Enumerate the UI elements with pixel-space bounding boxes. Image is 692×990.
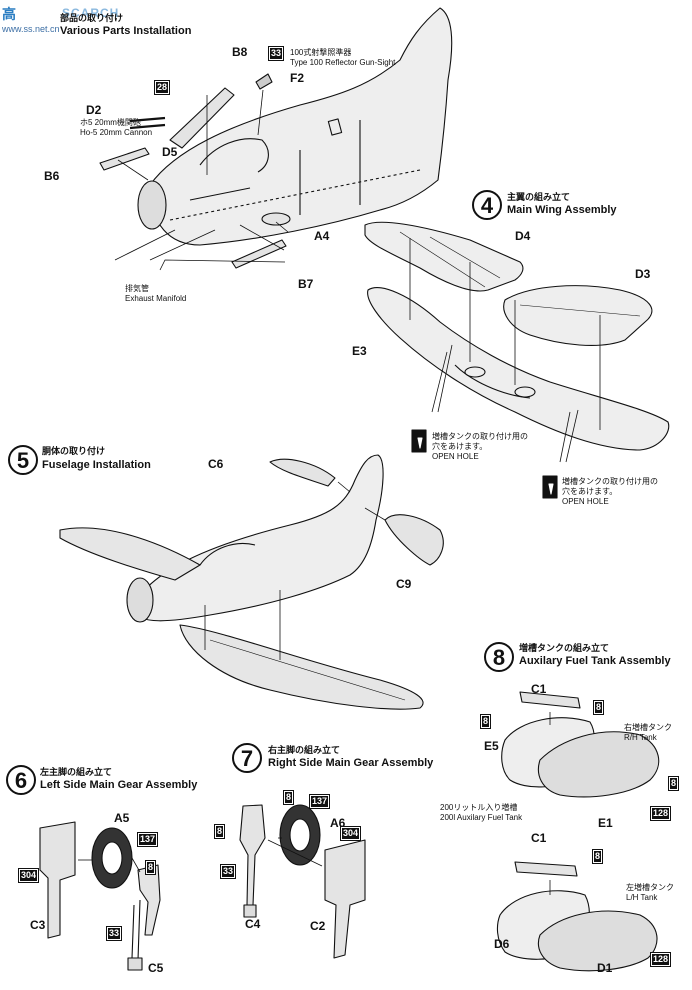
parts-number-badge: 137: [137, 832, 159, 847]
step5-title-en: Fuselage Installation: [42, 459, 151, 471]
rh-fuel-tank-drawing: [501, 691, 660, 798]
rh-tank-note-en: R/H Tank: [624, 733, 657, 742]
upper-wing-d3-drawing: [503, 285, 653, 346]
parts-number-badge: 8: [283, 790, 295, 805]
parts-number-badge: 304: [340, 826, 362, 841]
parts-number-badge: 33: [220, 864, 237, 879]
parts-number-badge: 304: [18, 868, 40, 883]
part-label: D4: [515, 229, 531, 243]
step6-title-en: Left Side Main Gear Assembly: [40, 779, 198, 791]
parts-number-badge: 137: [309, 794, 331, 809]
rh-tank-note-jp: 右増槽タンク: [624, 723, 672, 732]
part-label: D6: [494, 937, 510, 951]
step4-title-en: Main Wing Assembly: [507, 204, 617, 216]
part-label: E1: [598, 816, 613, 830]
part-label: B7: [298, 277, 314, 291]
fuel-tank-note-en: 200l Auxilary Fuel Tank: [440, 813, 523, 822]
open-hole-note-en: OPEN HOLE: [432, 452, 479, 461]
watermark-brand: SCARCH: [62, 6, 120, 20]
open-hole-note-jp: 増槽タンクの取り付け用の: [432, 432, 528, 441]
part-label: B6: [44, 169, 60, 183]
left-gear-assembly-drawing: [39, 821, 161, 971]
open-hole-note-jp: 増槽タンクの取り付け用の: [562, 477, 658, 486]
step5-title-jp: 胴体の取り付け: [42, 446, 106, 456]
step8-title-jp: 増槽タンクの組み立て: [519, 643, 610, 653]
step8-number: 8: [484, 642, 514, 672]
step8-title-en: Auxilary Fuel Tank Assembly: [519, 655, 671, 667]
part-label: D2: [86, 103, 102, 117]
step5-number: 5: [8, 445, 38, 475]
part-label: C1: [531, 831, 547, 845]
part-label: C3: [30, 918, 46, 932]
parts-number-badge: 8: [593, 700, 605, 715]
parts-number-badge: 8: [592, 849, 604, 864]
part-label: A5: [114, 811, 130, 825]
fuselage-step3-drawing: [137, 7, 453, 246]
parts-number-badge: 8: [480, 714, 492, 729]
parts-number-badge: 8: [214, 824, 226, 839]
part-label: B8: [232, 45, 248, 59]
lower-wing-e3-drawing: [367, 287, 670, 451]
lh-tank-note-en: L/H Tank: [626, 893, 658, 902]
exhaust-note-en: Exhaust Manifold: [125, 294, 187, 303]
gunsight-note-jp: 100式射撃照準器: [290, 48, 352, 57]
step7-title-jp: 右主脚の組み立て: [268, 745, 341, 755]
cannon-note-jp: ホ5 20mm機関砲: [80, 118, 141, 127]
step3-title-en: Various Parts Installation: [60, 25, 192, 37]
step7-title-en: Right Side Main Gear Assembly: [268, 757, 434, 769]
step3-title-jp: 部品の取り付け: [60, 13, 124, 23]
lh-fuel-tank-drawing: [496, 861, 658, 972]
part-label: C2: [310, 919, 326, 933]
part-label: D3: [635, 267, 651, 281]
parts-number-badge: 33: [106, 926, 123, 941]
part-label: C6: [208, 457, 224, 471]
exhaust-note-jp: 排気管: [125, 284, 149, 293]
part-label: E5: [484, 739, 499, 753]
part-label: E3: [352, 344, 367, 358]
step7-number: 7: [232, 743, 262, 773]
step4-number: 4: [472, 190, 502, 220]
fuel-tank-note-jp: 200リットル入り増槽: [440, 803, 518, 812]
aircraft-step5-drawing: [59, 454, 424, 710]
step6-number: 6: [6, 765, 36, 795]
watermark-site: www.ss.net.cn: [2, 24, 60, 34]
part-label: C9: [396, 577, 412, 591]
upper-wing-d4-drawing: [364, 221, 524, 292]
step4-title-jp: 主翼の組み立て: [507, 192, 571, 202]
parts-number-badge: 33: [268, 46, 285, 61]
right-gear-assembly-drawing: [239, 804, 366, 959]
parts-number-badge: 128: [650, 952, 672, 967]
lh-tank-note-jp: 左増槽タンク: [626, 883, 674, 892]
open-hole-note-jp2: 穴をあけます。: [432, 442, 488, 451]
cannon-note-en: Ho-5 20mm Cannon: [80, 128, 153, 137]
part-label: D1: [597, 961, 613, 975]
part-label: F2: [290, 71, 305, 85]
open-hole-note-jp2: 穴をあけます。: [562, 487, 618, 496]
part-label: C5: [148, 961, 164, 975]
step6-title-jp: 左主脚の組み立て: [40, 767, 113, 777]
parts-number-badge: 28: [154, 80, 171, 95]
gunsight-note-en: Type 100 Reflector Gun-Sight: [290, 58, 396, 67]
watermark-logo: 高: [2, 6, 16, 22]
parts-number-badge: 8: [668, 776, 680, 791]
parts-number-badge: 8: [145, 860, 157, 875]
open-hole-note-en: OPEN HOLE: [562, 497, 609, 506]
part-label: A4: [314, 229, 330, 243]
part-label: D5: [162, 145, 178, 159]
part-label: C4: [245, 917, 261, 931]
parts-number-badge: 128: [650, 806, 672, 821]
part-label: C1: [531, 682, 547, 696]
